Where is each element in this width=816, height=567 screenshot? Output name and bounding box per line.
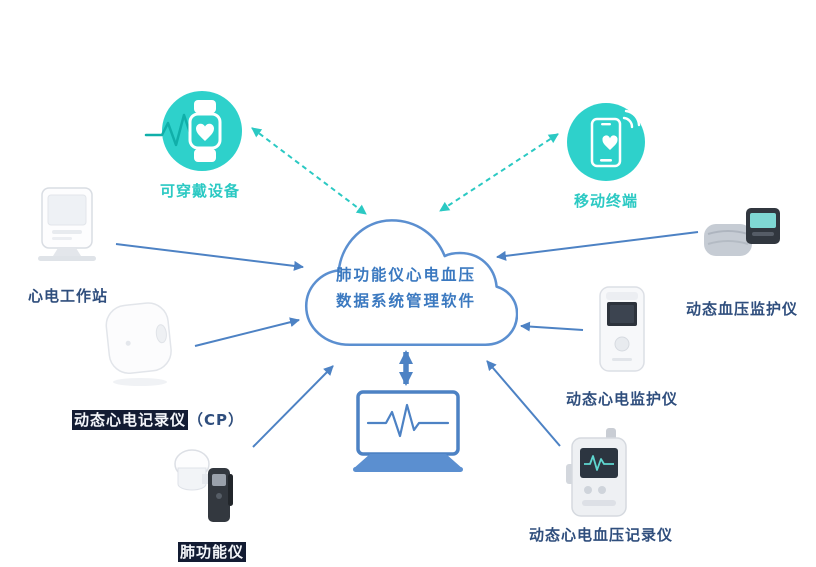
wearable-label: 可穿戴设备: [159, 182, 240, 200]
spirometer-node: [162, 444, 254, 534]
laptop-icon: [353, 390, 463, 472]
smartphone-icon: [567, 103, 645, 181]
smartwatch-icon: [144, 91, 242, 171]
arrow-ecg-monitor-cloud: [520, 321, 584, 332]
ecg-bp-recorder-node: [558, 426, 640, 522]
bp-monitor-image: [704, 208, 780, 256]
mobile-node: [566, 102, 650, 182]
cloud-shape: [304, 219, 518, 347]
holter-recorder-label-highlight: 动态心电记录仪: [72, 410, 189, 430]
arrow-bp-monitor-cloud: [496, 231, 699, 261]
holter-recorder-image: [105, 302, 172, 386]
ecg-monitor-label: 动态心电监护仪: [565, 390, 678, 408]
ecg-monitor-node: [586, 284, 658, 378]
holter-recorder-label-suffix: （CP）: [188, 411, 245, 429]
cloud-title-line2: 数据系统管理软件: [335, 292, 476, 310]
holter-recorder-node: [98, 296, 183, 391]
ecg-workstation-label: 心电工作站: [27, 287, 108, 305]
arrow-spirometer-cloud: [252, 365, 334, 448]
ecg-workstation-node: [22, 186, 112, 271]
arrow-ecg-bp-recorder-cloud: [486, 360, 561, 447]
cloud-node: 肺功能仪心电血压 数据系统管理软件: [294, 200, 518, 358]
ecg-bp-recorder-image: [566, 428, 627, 517]
arrow-holter-recorder-cloud: [194, 317, 300, 347]
ecg-monitor-image: [599, 286, 645, 372]
cloud-title: 肺功能仪心电血压 数据系统管理软件: [294, 262, 518, 314]
ecg-workstation-image: [38, 187, 96, 261]
holter-recorder-label: 动态心电记录仪（CP）: [72, 409, 272, 430]
spirometer-label: 肺功能仪: [162, 541, 262, 562]
mobile-label: 移动终端: [573, 192, 638, 210]
arrow-workstation-cloud: [115, 243, 304, 271]
spirometer-label-highlight: 肺功能仪: [177, 542, 246, 562]
ecg-bp-recorder-label: 动态心电血压记录仪: [528, 526, 673, 544]
cloud-title-line1: 肺功能仪心电血压: [335, 266, 476, 284]
bp-monitor-label: 动态血压监护仪: [685, 300, 798, 318]
laptop-node: [346, 390, 470, 476]
wearable-node: [140, 89, 264, 173]
spirometer-image: [174, 449, 233, 522]
bp-monitor-node: [700, 194, 788, 272]
